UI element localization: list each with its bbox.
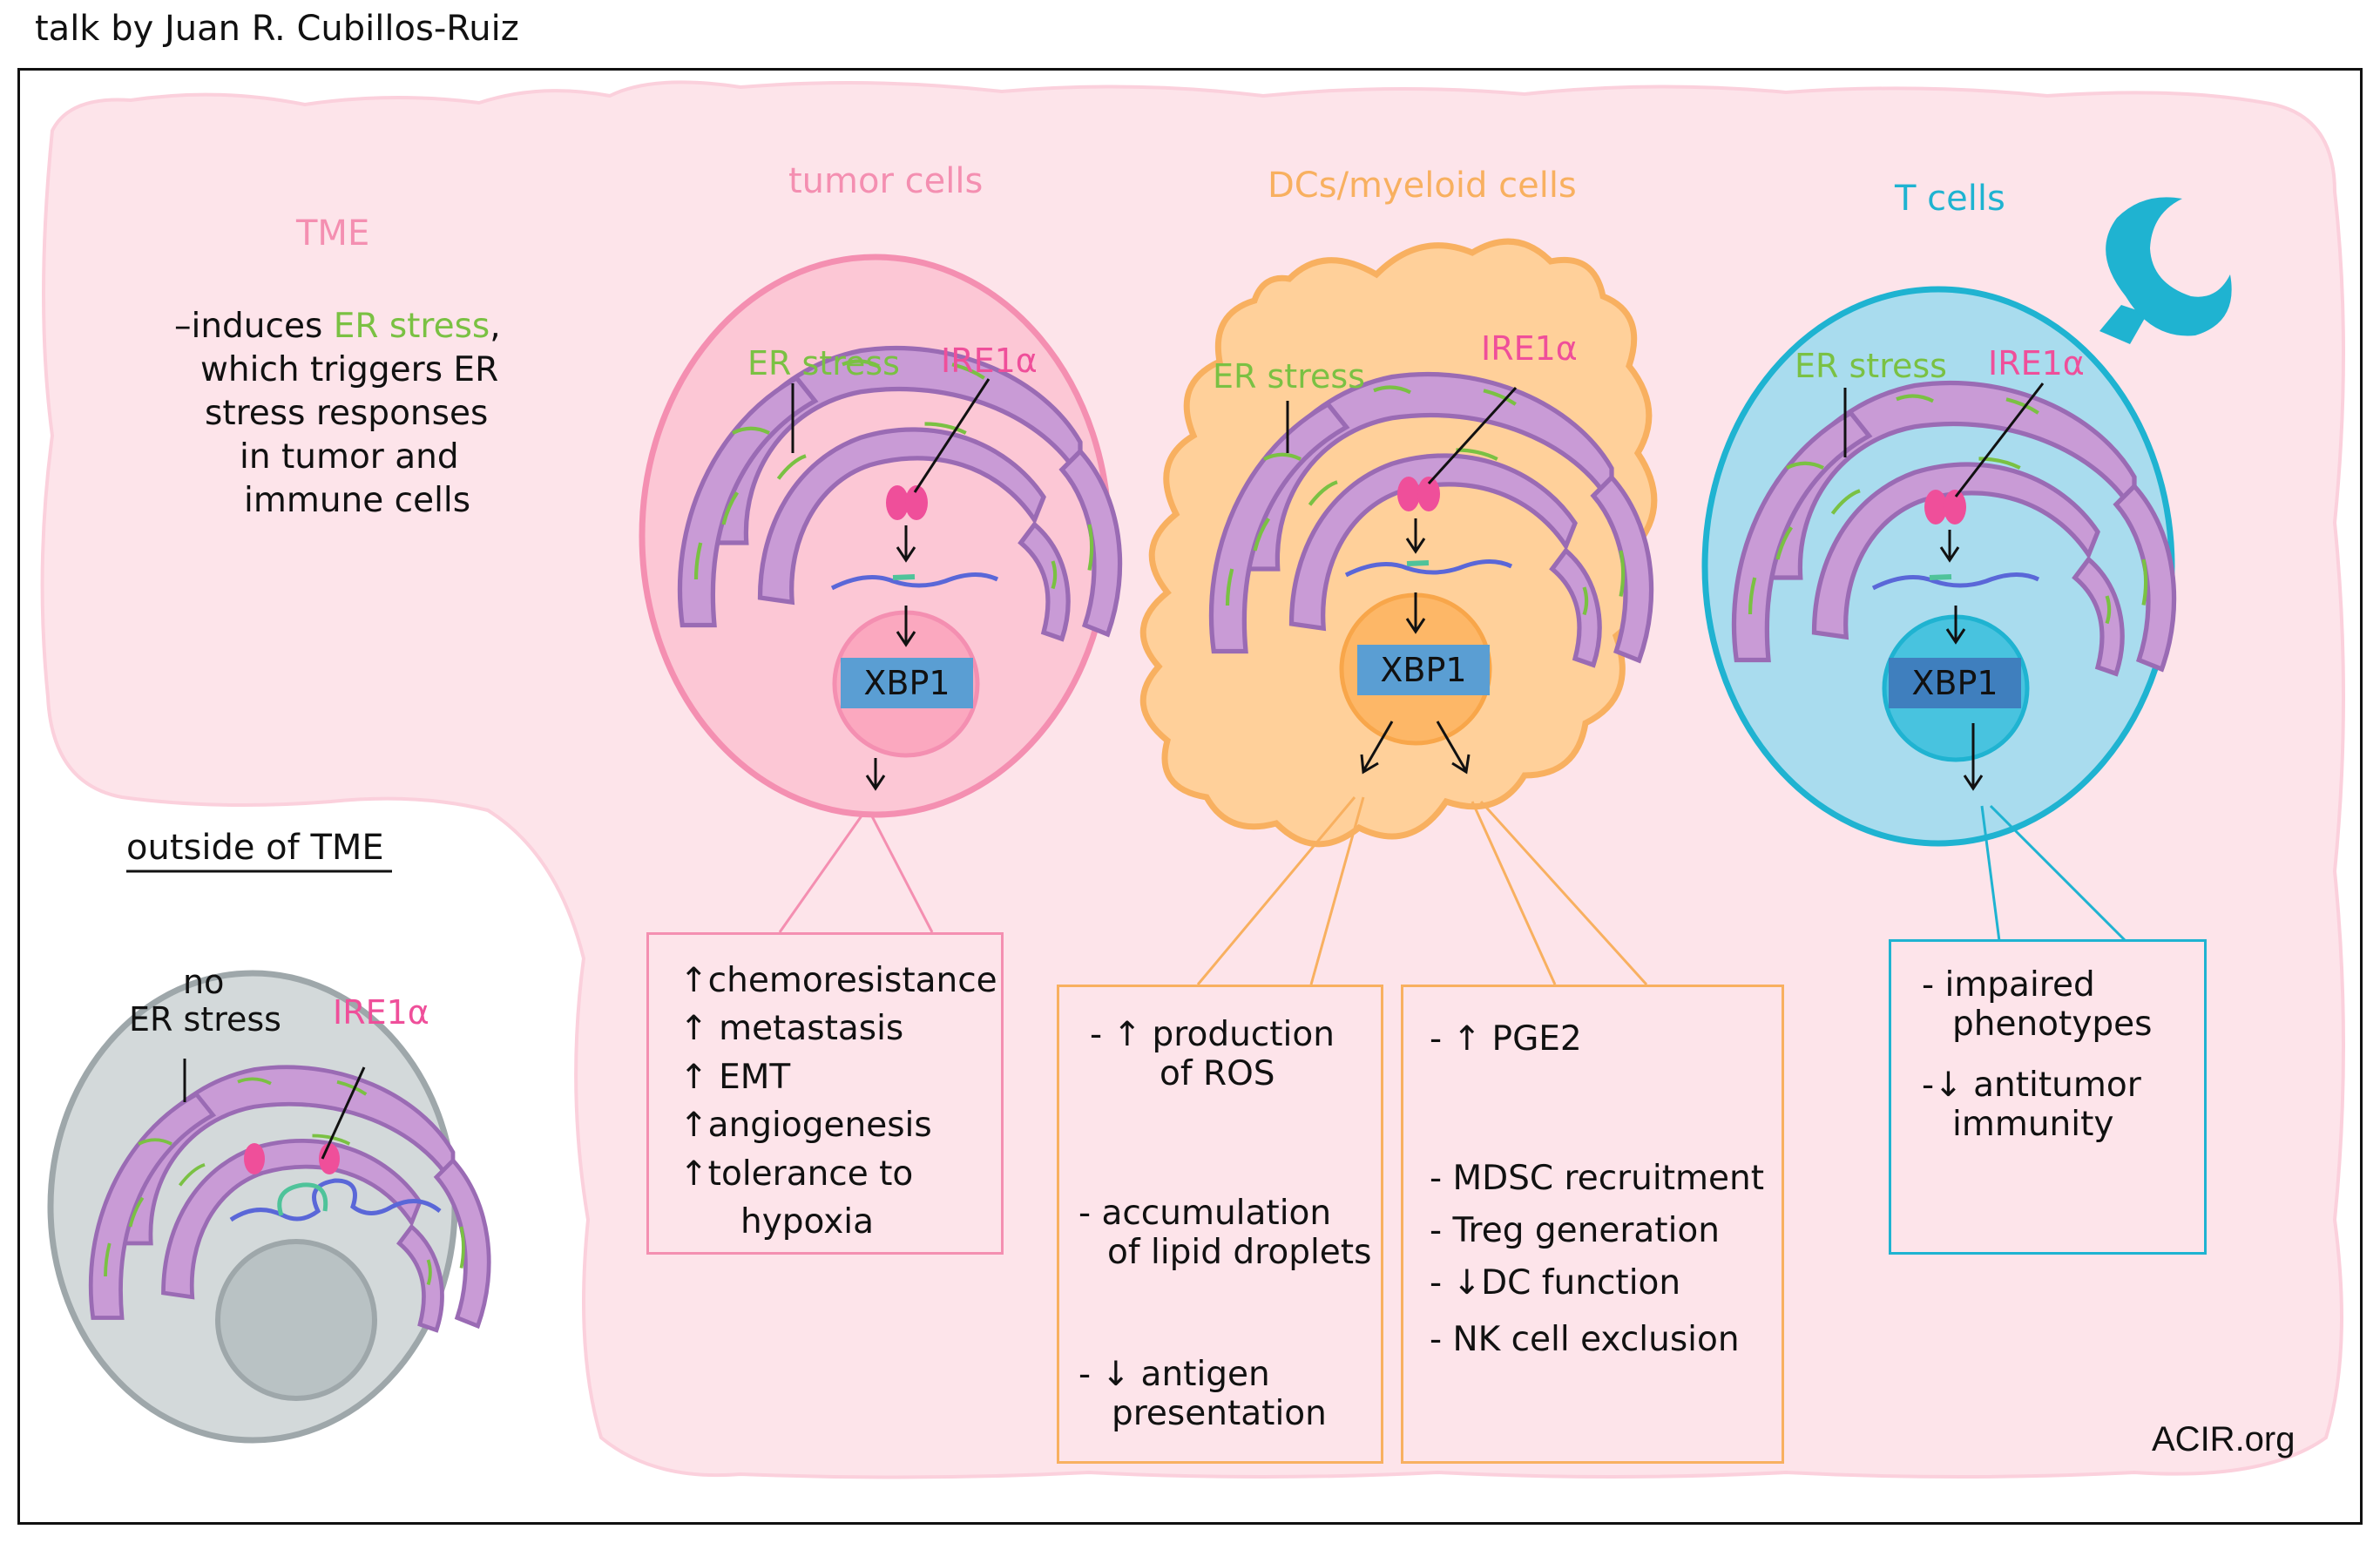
tumor-er-stress-label: ER stress bbox=[747, 344, 900, 382]
tumor-effect: ↑chemoresistance bbox=[680, 961, 997, 1000]
tumor-effect: ↑tolerance to bbox=[680, 1154, 914, 1194]
tme-line1-prefix: –induces bbox=[174, 307, 334, 346]
dc-effect: - Treg generation bbox=[1430, 1211, 1720, 1250]
talk-credit: talk by Juan R. Cubillos-Ruiz bbox=[35, 9, 519, 49]
tme-line4: in tumor and bbox=[240, 437, 459, 477]
dc-er-stress-label: ER stress bbox=[1213, 357, 1365, 396]
tcell-er-stress-label: ER stress bbox=[1795, 347, 1947, 385]
tcell-effect: -↓ antitumor bbox=[1922, 1066, 2141, 1105]
tumor-effect: ↑angiogenesis bbox=[680, 1106, 932, 1146]
ire1a-monomer-icon bbox=[319, 1143, 340, 1174]
dc-ire1a-label: IRE1α bbox=[1481, 329, 1578, 368]
tcell-effect: immunity bbox=[1952, 1105, 2114, 1144]
dc-effect: - accumulation bbox=[1078, 1194, 1332, 1233]
tcell-title: T cells bbox=[1895, 179, 2005, 219]
dc-effect: - ↑ production bbox=[1090, 1015, 1335, 1054]
tumor-effects-box: ↑chemoresistance ↑ metastasis ↑ EMT ↑ang… bbox=[646, 932, 1004, 1255]
tumor-xbp1-box: XBP1 bbox=[841, 658, 973, 708]
outside-ire1a-label: IRE1α bbox=[333, 993, 429, 1032]
dc-right-effects-box: - ↑ PGE2 - MDSC recruitment - Treg gener… bbox=[1401, 985, 1784, 1464]
tme-line1-suffix: , bbox=[490, 307, 501, 346]
tumor-effect: ↑ metastasis bbox=[680, 1009, 904, 1049]
tcell-effects-box: - impaired phenotypes -↓ antitumor immun… bbox=[1889, 939, 2207, 1255]
tumor-ire1a-label: IRE1α bbox=[941, 342, 1038, 380]
tumor-effect: hypoxia bbox=[740, 1201, 875, 1242]
xbp1-mrna-icon bbox=[1344, 559, 1513, 578]
xbp1-mrna-icon bbox=[1871, 572, 2040, 591]
ire1a-monomer-icon bbox=[244, 1143, 265, 1174]
xbp1-mrna-icon bbox=[830, 572, 999, 591]
tme-description: –induces ER stress, which triggers ER st… bbox=[174, 305, 501, 523]
tme-line5: immune cells bbox=[244, 480, 471, 520]
outside-tme-title: outside of TME bbox=[126, 828, 384, 868]
tcr-receptor-icon bbox=[2099, 197, 2232, 344]
dc-effect: - NK cell exclusion bbox=[1430, 1320, 1740, 1359]
tme-er-stress-highlight: ER stress bbox=[333, 307, 490, 346]
dc-effect: of lipid droplets bbox=[1107, 1233, 1372, 1272]
dc-left-effects-box: - ↑ production of ROS - accumulation of … bbox=[1057, 985, 1383, 1464]
tme-line3: stress responses bbox=[205, 393, 489, 433]
unspliced-mrna-icon bbox=[229, 1178, 442, 1222]
dc-xbp1-box: XBP1 bbox=[1357, 645, 1490, 695]
dc-cell bbox=[1139, 238, 1658, 848]
tcell-xbp1-box: XBP1 bbox=[1889, 658, 2021, 708]
dc-effect: of ROS bbox=[1160, 1054, 1275, 1093]
dc-effect: - ↓DC function bbox=[1430, 1263, 1681, 1303]
tme-line2: which triggers ER bbox=[200, 349, 499, 389]
dc-effect: presentation bbox=[1112, 1394, 1327, 1433]
dc-effect: - ↓ antigen bbox=[1078, 1355, 1270, 1394]
tme-title: TME bbox=[296, 213, 370, 254]
tumor-cells-title: tumor cells bbox=[788, 161, 984, 201]
ire1a-dimer-icon bbox=[886, 485, 928, 520]
ire1a-dimer-icon bbox=[1397, 477, 1440, 511]
tcell-ire1a-label: IRE1α bbox=[1988, 344, 2085, 382]
dc-title: DCs/myeloid cells bbox=[1268, 166, 1577, 206]
outside-er-stress-label: ER stress bbox=[129, 1000, 281, 1039]
tumor-effects-list: ↑chemoresistance ↑ metastasis ↑ EMT ↑ang… bbox=[680, 957, 997, 1246]
ire1a-dimer-icon bbox=[1924, 490, 1966, 524]
outside-no-label: no bbox=[183, 963, 225, 1001]
tcell-effect: - impaired bbox=[1922, 965, 2095, 1005]
dc-effect: - MDSC recruitment bbox=[1430, 1159, 1765, 1198]
tcell-effect: phenotypes bbox=[1952, 1005, 2153, 1044]
tumor-effect: ↑ EMT bbox=[680, 1057, 791, 1097]
dc-effect: - ↑ PGE2 bbox=[1430, 1019, 1582, 1059]
source-credit: ACIR.org bbox=[2152, 1420, 2295, 1458]
resting-nucleus bbox=[215, 1239, 377, 1401]
